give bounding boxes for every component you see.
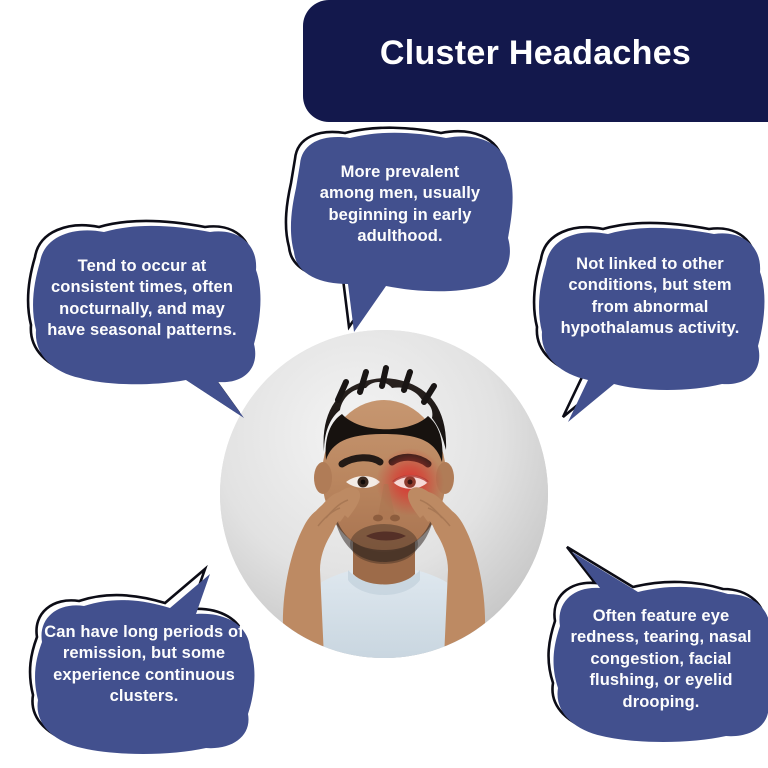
bubble-shape-right	[532, 221, 765, 422]
photo-illustration	[220, 330, 548, 658]
page-title: Cluster Headaches	[379, 34, 692, 73]
title-banner: Cluster Headaches	[303, 0, 768, 122]
bubble-shape-left	[26, 219, 261, 418]
fact-bubble-left: Tend to occur at consistent times, often…	[22, 218, 278, 428]
bubble-shape-top	[284, 126, 513, 332]
fact-bubble-bottom-right-text: Often feature eye redness, tearing, nasa…	[570, 607, 752, 711]
bubble-shape-bottom-right	[547, 545, 768, 742]
fact-bubble-bottom-right: Often feature eye redness, tearing, nasa…	[536, 545, 768, 748]
fact-bubble-bottom-left-text: Can have long periods of remission, but …	[44, 623, 244, 706]
bubble-shape-bottom-left	[28, 564, 255, 754]
fact-bubble-right: Not linked to other conditions, but stem…	[524, 221, 768, 430]
fact-bubble-top-text: More prevalent among men, usually beginn…	[319, 163, 481, 246]
fact-bubble-top: More prevalent among men, usually beginn…	[276, 126, 528, 340]
fact-bubble-right-text: Not linked to other conditions, but stem…	[560, 255, 740, 338]
fact-bubble-bottom-left: Can have long periods of remission, but …	[24, 564, 274, 758]
man-with-headache-photo	[220, 330, 548, 658]
fact-bubble-left-text: Tend to occur at consistent times, often…	[47, 257, 237, 340]
center-photo-frame	[208, 318, 560, 670]
